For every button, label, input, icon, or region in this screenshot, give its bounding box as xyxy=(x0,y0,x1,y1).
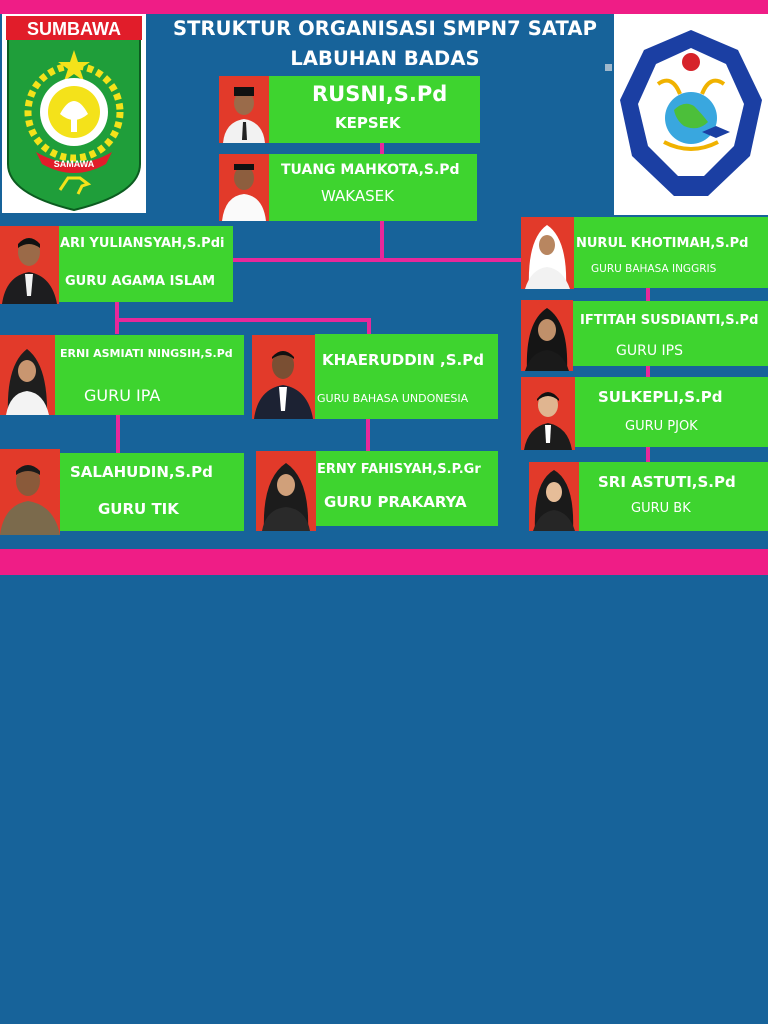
photo-wakasek xyxy=(219,154,269,221)
connector-bindo-drop xyxy=(367,318,371,334)
photo-inggris xyxy=(521,217,574,289)
tik-role: GURU TIK xyxy=(98,500,179,518)
school-ring-text: SMPN 7 SATAP LABUHAN BADAS xyxy=(614,196,768,207)
photo-bk xyxy=(529,462,579,531)
tik-name: SALAHUDIN,S.Pd xyxy=(70,463,213,481)
school-emblem-logo: SMPN 7 SATAP LABUHAN BADAS xyxy=(614,14,768,215)
card-bindo: KHAERUDDIN ,S.Pd GURU BAHASA UNDONESIA xyxy=(315,334,498,419)
connector-kepsek-wakasek xyxy=(380,142,384,154)
card-prakarya: ERNY FAHISYAH,S.P.Gr GURU PRAKARYA xyxy=(316,451,498,526)
card-bk: SRI ASTUTI,S.Pd GURU BK xyxy=(579,462,768,531)
card-inggris: NURUL KHOTIMAH,S.Pd GURU BAHASA INGGRIS xyxy=(574,217,768,288)
wakasek-name: TUANG MAHKOTA,S.Pd xyxy=(281,162,460,178)
ips-name: IFTITAH SUSDIANTI,S.Pd xyxy=(580,313,759,328)
card-pjok: SULKEPLI,S.Pd GURU PJOK xyxy=(575,377,768,447)
card-wakasek: TUANG MAHKOTA,S.Pd WAKASEK xyxy=(269,154,477,221)
connector-ipa-tik xyxy=(116,413,120,461)
ipa-name: ERNI ASMIATI NINGSIH,S.Pd xyxy=(60,347,233,360)
photo-agama xyxy=(0,226,59,304)
kepsek-name: RUSNI,S.Pd xyxy=(312,82,448,106)
bk-name: SRI ASTUTI,S.Pd xyxy=(598,473,736,491)
pjok-role: GURU PJOK xyxy=(625,419,698,434)
photo-ipa xyxy=(0,335,55,415)
sumbawa-emblem-logo: SUMBAWA SAMAWA xyxy=(2,14,146,213)
sumbawa-banner-text: SUMBAWA xyxy=(27,19,121,39)
pjok-name: SULKEPLI,S.Pd xyxy=(598,388,723,406)
ipa-role: GURU IPA xyxy=(84,386,161,405)
photo-bindo xyxy=(252,335,315,419)
card-kepsek: RUSNI,S.Pd KEPSEK xyxy=(269,76,480,143)
bk-role: GURU BK xyxy=(631,501,691,516)
ips-role: GURU IPS xyxy=(616,343,683,359)
photo-tik xyxy=(0,449,60,535)
agama-name: ARI YULIANSYAH,S.Pdi xyxy=(60,236,225,251)
connector-horizontal-main xyxy=(232,258,522,262)
card-ips: IFTITAH SUSDIANTI,S.Pd GURU IPS xyxy=(573,301,768,366)
agama-role: GURU AGAMA ISLAM xyxy=(65,274,216,289)
inggris-role: GURU BAHASA INGGRIS xyxy=(591,263,717,275)
bindo-role: GURU BAHASA UNDONESIA xyxy=(317,392,469,405)
samawa-ribbon-text: SAMAWA xyxy=(54,159,95,169)
card-tik: SALAHUDIN,S.Pd GURU TIK xyxy=(60,453,244,531)
card-ipa: ERNI ASMIATI NINGSIH,S.Pd GURU IPA xyxy=(55,335,244,415)
photo-pjok xyxy=(521,377,575,450)
wakasek-role: WAKASEK xyxy=(321,187,394,205)
inggris-name: NURUL KHOTIMAH,S.Pd xyxy=(576,236,749,251)
bindo-name: KHAERUDDIN ,S.Pd xyxy=(322,351,484,369)
bottom-accent-band xyxy=(0,549,768,575)
title-line-1: STRUKTUR ORGANISASI SMPN7 SATAP xyxy=(172,17,598,40)
photo-ips xyxy=(521,300,573,371)
photo-kepsek xyxy=(219,76,269,143)
title-line-2: LABUHAN BADAS xyxy=(290,47,480,70)
prakarya-name: ERNY FAHISYAH,S.P.Gr xyxy=(317,462,481,477)
card-agama: ARI YULIANSYAH,S.Pdi GURU AGAMA ISLAM xyxy=(59,226,233,302)
connector-bindo-prakarya xyxy=(366,418,370,458)
kepsek-role: KEPSEK xyxy=(335,114,401,132)
connector-wakasek-down xyxy=(380,221,384,260)
chart-title: STRUKTUR ORGANISASI SMPN7 SATAP LABUHAN … xyxy=(150,14,620,74)
connector-branch-horizontal xyxy=(115,318,371,322)
small-square-marker xyxy=(605,64,612,71)
prakarya-role: GURU PRAKARYA xyxy=(324,493,467,511)
top-accent-band xyxy=(0,0,768,14)
photo-prakarya xyxy=(256,451,316,531)
